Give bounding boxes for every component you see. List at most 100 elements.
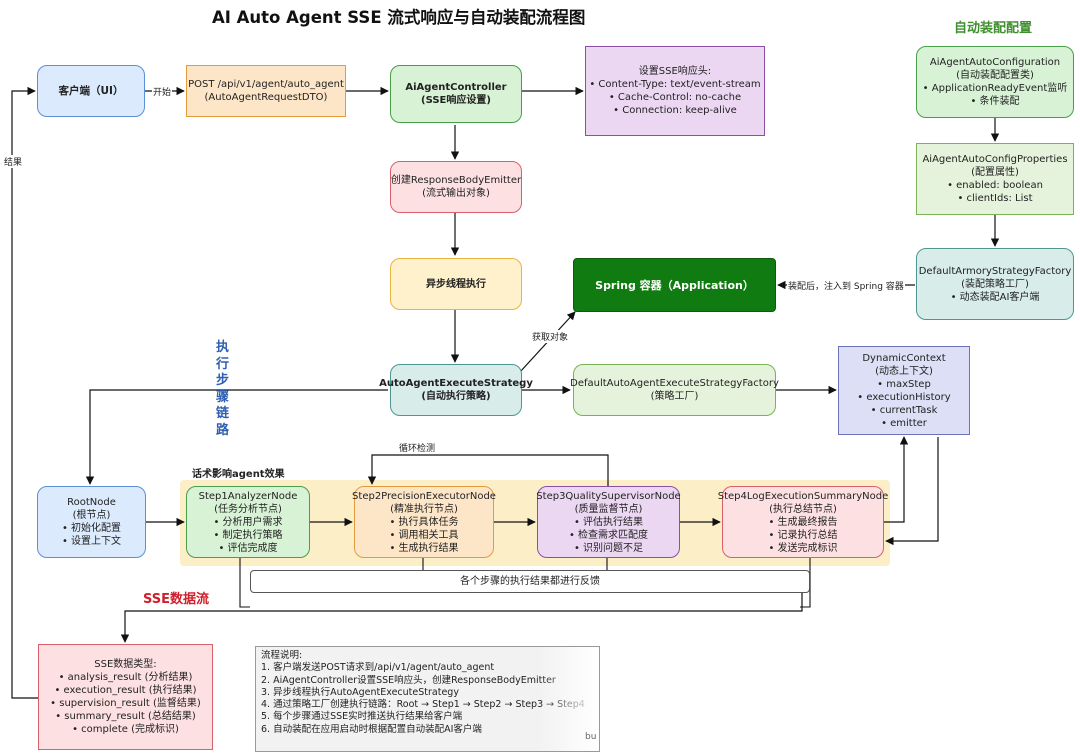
step3-line-1: Step3QualitySupervisorNode: [536, 490, 681, 502]
headers-line-2: • Content-Type: text/event-stream: [589, 79, 761, 90]
arrow-strategy-to-root: [85, 389, 388, 485]
root-line-3: • 初始化配置: [61, 523, 122, 534]
notes-line-2: 2. AiAgentController设置SSE响应头，创建ResponseB…: [261, 674, 556, 686]
context-line-2: (动态上下文): [875, 365, 933, 377]
feedback-bracket-step4: [800, 558, 811, 608]
prompt-effect-label: 话术影响agent效果: [192, 469, 285, 480]
notes-line-4: 4. 通过策略工厂创建执行链路：Root → Step1 → Step2 → S…: [261, 699, 585, 711]
controller-line-1: AiAgentController: [405, 82, 507, 93]
post-line-1: POST /api/v1/agent/auto_agent: [188, 79, 344, 90]
async-thread-node: 异步线程执行: [390, 258, 522, 310]
feedback-bar: 各个步骤的执行结果都进行反馈: [250, 570, 810, 593]
post-request-node: POST /api/v1/agent/auto_agent (AutoAgent…: [186, 65, 346, 117]
sse-heading: SSE数据流: [143, 592, 210, 607]
step3-line-5: • 识别问题不足: [573, 542, 644, 554]
edge-label-inject: 装配后，注入到 Spring 容器: [787, 279, 905, 292]
client-node: 客户端（UI）: [37, 65, 145, 117]
diagram-title: AI Auto Agent SSE 流式响应与自动装配流程图: [212, 8, 586, 27]
arrow-step4-to-context: [884, 436, 909, 523]
step4-summary-node: Step4LogExecutionSummaryNode (执行总结节点) • …: [718, 486, 888, 558]
strategy-node: AutoAgentExecuteStrategy (自动执行策略): [379, 364, 533, 416]
autoconfig-heading: 自动装配配置: [954, 21, 1033, 36]
factory-line-2: (策略工厂): [650, 391, 699, 402]
arrow-sse-to-client: [11, 86, 38, 699]
arrow-context-to-step4: [885, 437, 939, 546]
dynamic-context-node: DynamicContext (动态上下文) • maxStep • execu…: [838, 346, 970, 435]
notes-fade-overlay: [539, 647, 599, 751]
notes-line-3: 3. 异步线程执行AutoAgentExecuteStrategy: [261, 686, 459, 698]
sse-types-line-4: • supervision_result (监督结果): [50, 698, 201, 709]
feedback-label: 各个步骤的执行结果都进行反馈: [460, 576, 600, 587]
step4-line-3: • 生成最终报告: [768, 516, 838, 528]
step1-line-1: Step1AnalyzerNode: [198, 490, 298, 502]
sse-data-types-node: SSE数据类型: • analysis_result (分析结果) • exec…: [38, 644, 213, 750]
controller-node: AiAgentController (SSE响应设置): [390, 65, 522, 123]
autoconf-line-2: (自动装配配置类): [956, 70, 1034, 81]
autoconf-line-3: • ApplicationReadyEvent监听: [922, 83, 1068, 94]
post-line-2: (AutoAgentRequestDTO): [204, 92, 328, 103]
armory-line-3: • 动态装配AI客户端: [950, 291, 1040, 303]
controller-line-2: (SSE响应设置): [421, 95, 491, 106]
strategy-line-1: AutoAgentExecuteStrategy: [379, 378, 533, 389]
step2-line-3: • 执行具体任务: [389, 516, 459, 528]
chain-heading: 执行步骤链路: [216, 340, 230, 438]
step1-line-2: (任务分析节点): [214, 503, 282, 515]
context-line-6: • emitter: [881, 417, 927, 429]
edge-label-get-object: 获取对象: [531, 330, 570, 343]
root-line-4: • 设置上下文: [61, 536, 122, 547]
notes-title: 流程说明:: [261, 650, 303, 661]
armory-line-2: (装配策略工厂): [961, 278, 1029, 290]
client-label: 客户端（UI）: [58, 84, 124, 97]
loop-check-line: [367, 454, 609, 486]
props-line-3: • enabled: boolean: [947, 180, 1043, 191]
context-line-4: • executionHistory: [857, 391, 951, 403]
factory-line-1: DefaultAutoAgentExecuteStrategyFactory: [570, 378, 779, 389]
emitter-line-2: (流式输出对象): [422, 188, 490, 199]
emitter-line-1: 创建ResponseBodyEmitter: [390, 175, 522, 186]
props-line-4: • clientIds: List: [957, 193, 1033, 204]
notes-tail-text: bu: [585, 732, 597, 742]
sse-types-line-3: • execution_result (执行结果): [54, 685, 197, 696]
headers-line-1: 设置SSE响应头:: [638, 66, 712, 77]
sse-types-line-5: • summary_result (总结结果): [55, 711, 196, 722]
feedback-bracket-step1: [239, 558, 250, 608]
process-notes: 流程说明: 1. 客户端发送POST请求到/api/v1/agent/auto_…: [255, 646, 600, 752]
autoconf-line-1: AiAgentAutoConfiguration: [929, 57, 1061, 68]
step4-line-4: • 记录执行总结: [768, 529, 838, 541]
props-line-2: (配置属性): [971, 167, 1019, 178]
spring-container-node: Spring 容器（Application）: [573, 258, 776, 312]
step4-line-1: Step4LogExecutionSummaryNode: [717, 490, 889, 502]
step4-line-2: (执行总结节点): [769, 503, 837, 515]
headers-line-3: • Cache-Control: no-cache: [608, 92, 742, 103]
root-node: RootNode (根节点) • 初始化配置 • 设置上下文: [37, 486, 146, 558]
emitter-node: 创建ResponseBodyEmitter (流式输出对象): [390, 161, 522, 213]
step3-line-4: • 检查需求匹配度: [568, 529, 649, 541]
context-line-1: DynamicContext: [862, 352, 946, 364]
strategy-factory-node: DefaultAutoAgentExecuteStrategyFactory (…: [570, 364, 779, 416]
notes-line-6: 6. 自动装配在应用启动时根据配置自动装配AI客户端: [261, 723, 482, 735]
config-properties-node: AiAgentAutoConfigProperties (配置属性) • ena…: [916, 143, 1074, 215]
strategy-line-2: (自动执行策略): [421, 391, 491, 402]
async-label: 异步线程执行: [426, 278, 486, 290]
sse-headers-node: 设置SSE响应头: • Content-Type: text/event-str…: [585, 46, 765, 136]
step2-line-5: • 生成执行结果: [389, 542, 459, 554]
context-line-5: • currentTask: [870, 404, 938, 416]
step1-line-4: • 制定执行策略: [213, 529, 283, 541]
sse-types-line-1: SSE数据类型:: [94, 659, 157, 670]
notes-line-5: 5. 每个步骤通过SSE实时推送执行结果给客户端: [261, 711, 463, 723]
root-line-1: RootNode: [67, 497, 116, 508]
notes-line-1: 1. 客户端发送POST请求到/api/v1/agent/auto_agent: [261, 662, 495, 674]
arrow-feedback-to-sse: [120, 593, 803, 643]
step2-line-2: (精准执行节点): [390, 503, 458, 515]
headers-line-4: • Connection: keep-alive: [613, 105, 737, 116]
step3-line-2: (质量监督节点): [574, 503, 643, 515]
step1-line-3: • 分析用户需求: [213, 516, 283, 528]
root-line-2: (根节点): [72, 510, 111, 521]
props-line-1: AiAgentAutoConfigProperties: [922, 154, 1068, 165]
sse-types-line-2: • analysis_result (分析结果): [58, 672, 193, 683]
auto-configuration-node: AiAgentAutoConfiguration (自动装配配置类) • App…: [916, 46, 1074, 118]
armory-line-1: DefaultArmoryStrategyFactory: [918, 265, 1072, 277]
step2-executor-node: Step2PrecisionExecutorNode (精准执行节点) • 执行…: [352, 486, 496, 558]
autoconf-line-4: • 条件装配: [970, 96, 1020, 107]
step1-line-5: • 评估完成度: [218, 542, 278, 554]
